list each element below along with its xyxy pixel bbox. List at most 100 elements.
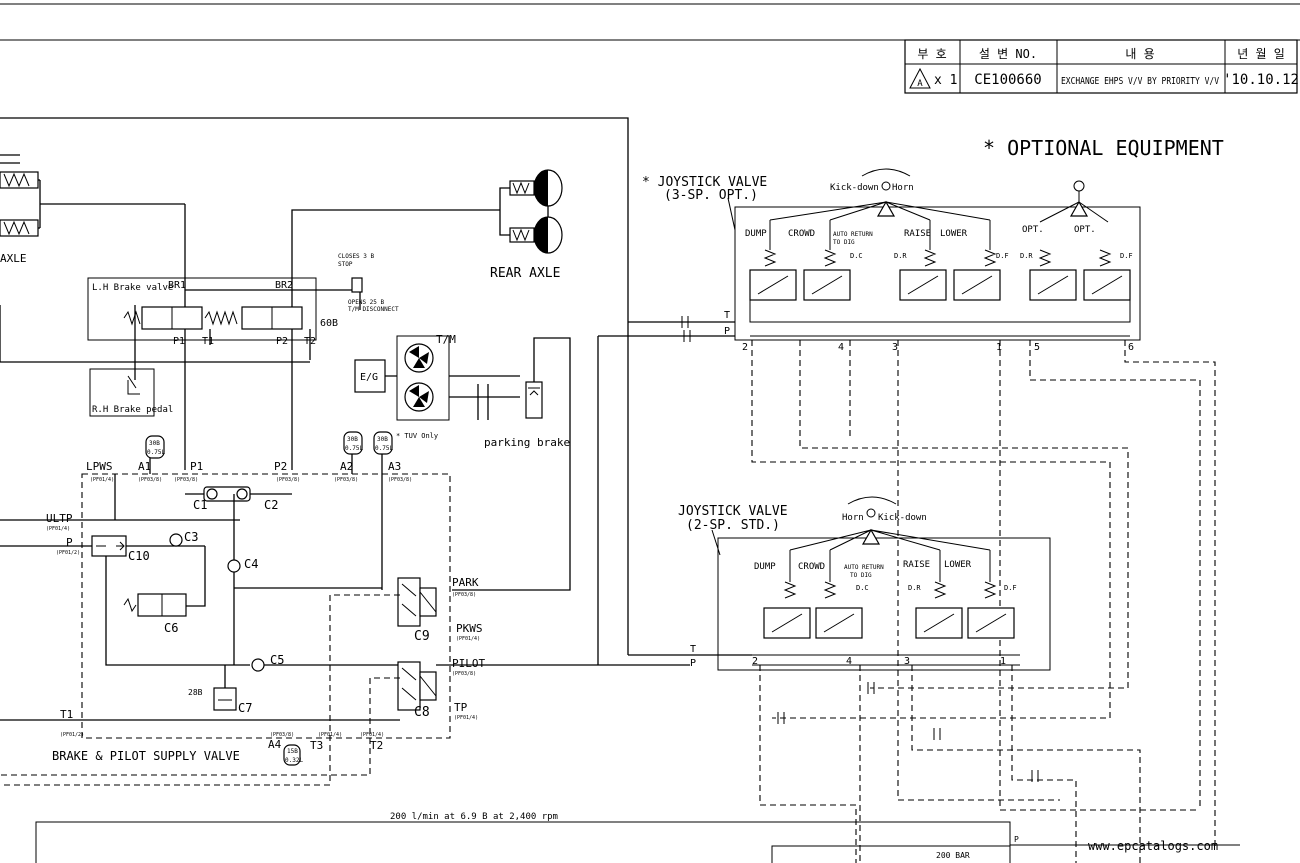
svg-text:Horn: Horn [892,183,914,193]
svg-text:T1: T1 [202,336,214,347]
accumulators: 30B 0.75L 30B 0.75L 30B 0.75L * TUV Only… [145,431,438,766]
svg-text:P: P [66,536,73,549]
svg-text:CROWD: CROWD [788,229,815,239]
svg-text:DUMP: DUMP [754,562,776,572]
front-axle: AXLE [0,154,185,265]
svg-text:T3: T3 [310,739,323,752]
svg-text:C10: C10 [128,549,150,563]
svg-text:2: 2 [742,342,748,353]
svg-text:T2: T2 [370,739,383,752]
svg-text:Horn: Horn [842,513,864,523]
main-tank-line [0,117,629,655]
svg-text:(PF01/2): (PF01/2) [60,732,84,738]
rev-header-content: 내 용 [1125,47,1154,61]
svg-text:C2: C2 [264,498,278,512]
svg-text:Kick-down: Kick-down [878,513,927,523]
svg-text:T: T [724,310,730,321]
svg-text:* JOYSTICK VALVE: * JOYSTICK VALVE [642,175,767,190]
main-pump-block: 200 l/min at 6.9 B at 2,400 rpm P 200 BA… [35,812,1240,863]
svg-text:D.F: D.F [1004,584,1017,592]
svg-text:(PF01/4): (PF01/4) [360,732,384,738]
svg-text:PARK: PARK [452,576,479,589]
svg-text:BR1: BR1 [168,280,186,291]
svg-text:C1: C1 [193,498,207,512]
svg-text:A3: A3 [388,460,401,473]
svg-text:C8: C8 [414,705,430,720]
svg-text:30B: 30B [377,436,388,443]
svg-text:PILOT: PILOT [452,657,485,670]
watermark-text: www.epcatalogs.com [1088,839,1218,853]
svg-text:2: 2 [752,656,758,667]
svg-text:TO DIG: TO DIG [833,239,855,246]
svg-text:AUTO RETURN: AUTO RETURN [844,564,884,571]
svg-text:A2: A2 [340,460,353,473]
svg-text:(PF03/8): (PF03/8) [138,477,162,483]
svg-text:(PF01/4): (PF01/4) [90,477,114,483]
svg-text:C7: C7 [238,701,252,715]
brake-pilot-supply-valve: LPWS A1 P1 P2 A2 A3 (PF01/4) (PF03/8) (P… [0,454,690,786]
svg-text:A1: A1 [138,460,151,473]
svg-text:BR2: BR2 [275,280,293,291]
svg-text:C6: C6 [164,621,178,635]
svg-text:RAISE: RAISE [903,560,930,570]
svg-text:(PF03/8): (PF03/8) [388,477,412,483]
svg-text:(PF01/4): (PF01/4) [318,732,342,738]
svg-text:0.75L: 0.75L [345,445,363,452]
rear-axle: REAR AXLE [291,169,563,281]
svg-text:TP: TP [454,701,468,714]
svg-text:28B: 28B [188,688,203,697]
svg-text:PKWS: PKWS [456,622,483,635]
svg-text:A: A [917,79,923,89]
svg-text:AUTO RETURN: AUTO RETURN [833,231,873,238]
svg-text:DUMP: DUMP [745,229,767,239]
svg-text:5: 5 [1034,342,1040,353]
svg-text:3: 3 [904,656,910,667]
svg-text:T/M DISCONNECT: T/M DISCONNECT [348,306,399,313]
svg-text:T/M: T/M [436,333,456,346]
svg-text:A4: A4 [268,738,282,751]
svg-text:LOWER: LOWER [940,229,968,239]
svg-text:(PF03/8): (PF03/8) [270,732,294,738]
svg-text:LPWS: LPWS [86,460,113,473]
svg-text:60B: 60B [320,318,338,329]
svg-text:LOWER: LOWER [944,560,972,570]
svg-text:(PF03/8): (PF03/8) [452,671,476,677]
rear-axle-label: REAR AXLE [490,266,560,281]
svg-text:C3: C3 [184,530,198,544]
svg-text:JOYSTICK VALVE: JOYSTICK VALVE [678,504,788,519]
svg-text:(2-SP. STD.): (2-SP. STD.) [686,518,780,533]
svg-text:(PF01/2): (PF01/2) [56,550,80,556]
svg-text:STOP: STOP [338,261,353,268]
revision-table: 부 호 설 변 NO. 내 용 년 월 일 A x 1 CE100660 EXC… [904,39,1299,94]
svg-text:200 BAR: 200 BAR [936,851,970,860]
svg-text:P1: P1 [173,336,185,347]
svg-text:D.F: D.F [1120,252,1133,260]
rev-change-no: CE100660 [974,72,1041,88]
svg-text:(PF01/4): (PF01/4) [46,526,70,532]
svg-text:(3-SP. OPT.): (3-SP. OPT.) [664,188,758,203]
svg-text:(PF03/8): (PF03/8) [334,477,358,483]
svg-text:TO DIG: TO DIG [850,572,872,579]
transmission: T/M E/G parking brake [354,333,571,591]
optional-equipment-label: * OPTIONAL EQUIPMENT [983,136,1224,160]
svg-text:(PF01/4): (PF01/4) [456,636,480,642]
svg-text:ULTP: ULTP [46,512,73,525]
svg-text:D.C: D.C [856,584,869,592]
svg-text:(PF03/8): (PF03/8) [174,477,198,483]
rev-mark: x 1 [934,73,957,88]
rh-brake-pedal-label: R.H Brake pedal [92,405,173,415]
svg-text:1: 1 [996,342,1002,353]
svg-text:1: 1 [1000,656,1006,667]
rev-content: EXCHANGE EHPS V/V BY PRIORITY V/V [1061,76,1219,87]
lh-brake-valve-label: L.H Brake valve [92,283,173,293]
svg-text:D.F: D.F [996,252,1009,260]
svg-text:T: T [690,644,696,655]
svg-text:30B: 30B [149,440,160,447]
rev-header-date: 년 월 일 [1237,47,1285,61]
svg-text:* TUV Only: * TUV Only [396,432,438,440]
parking-brake-label: parking brake [484,436,570,449]
rh-brake-pedal: R.H Brake pedal [89,368,173,417]
svg-text:OPT.: OPT. [1022,225,1044,235]
svg-text:P1: P1 [190,460,203,473]
